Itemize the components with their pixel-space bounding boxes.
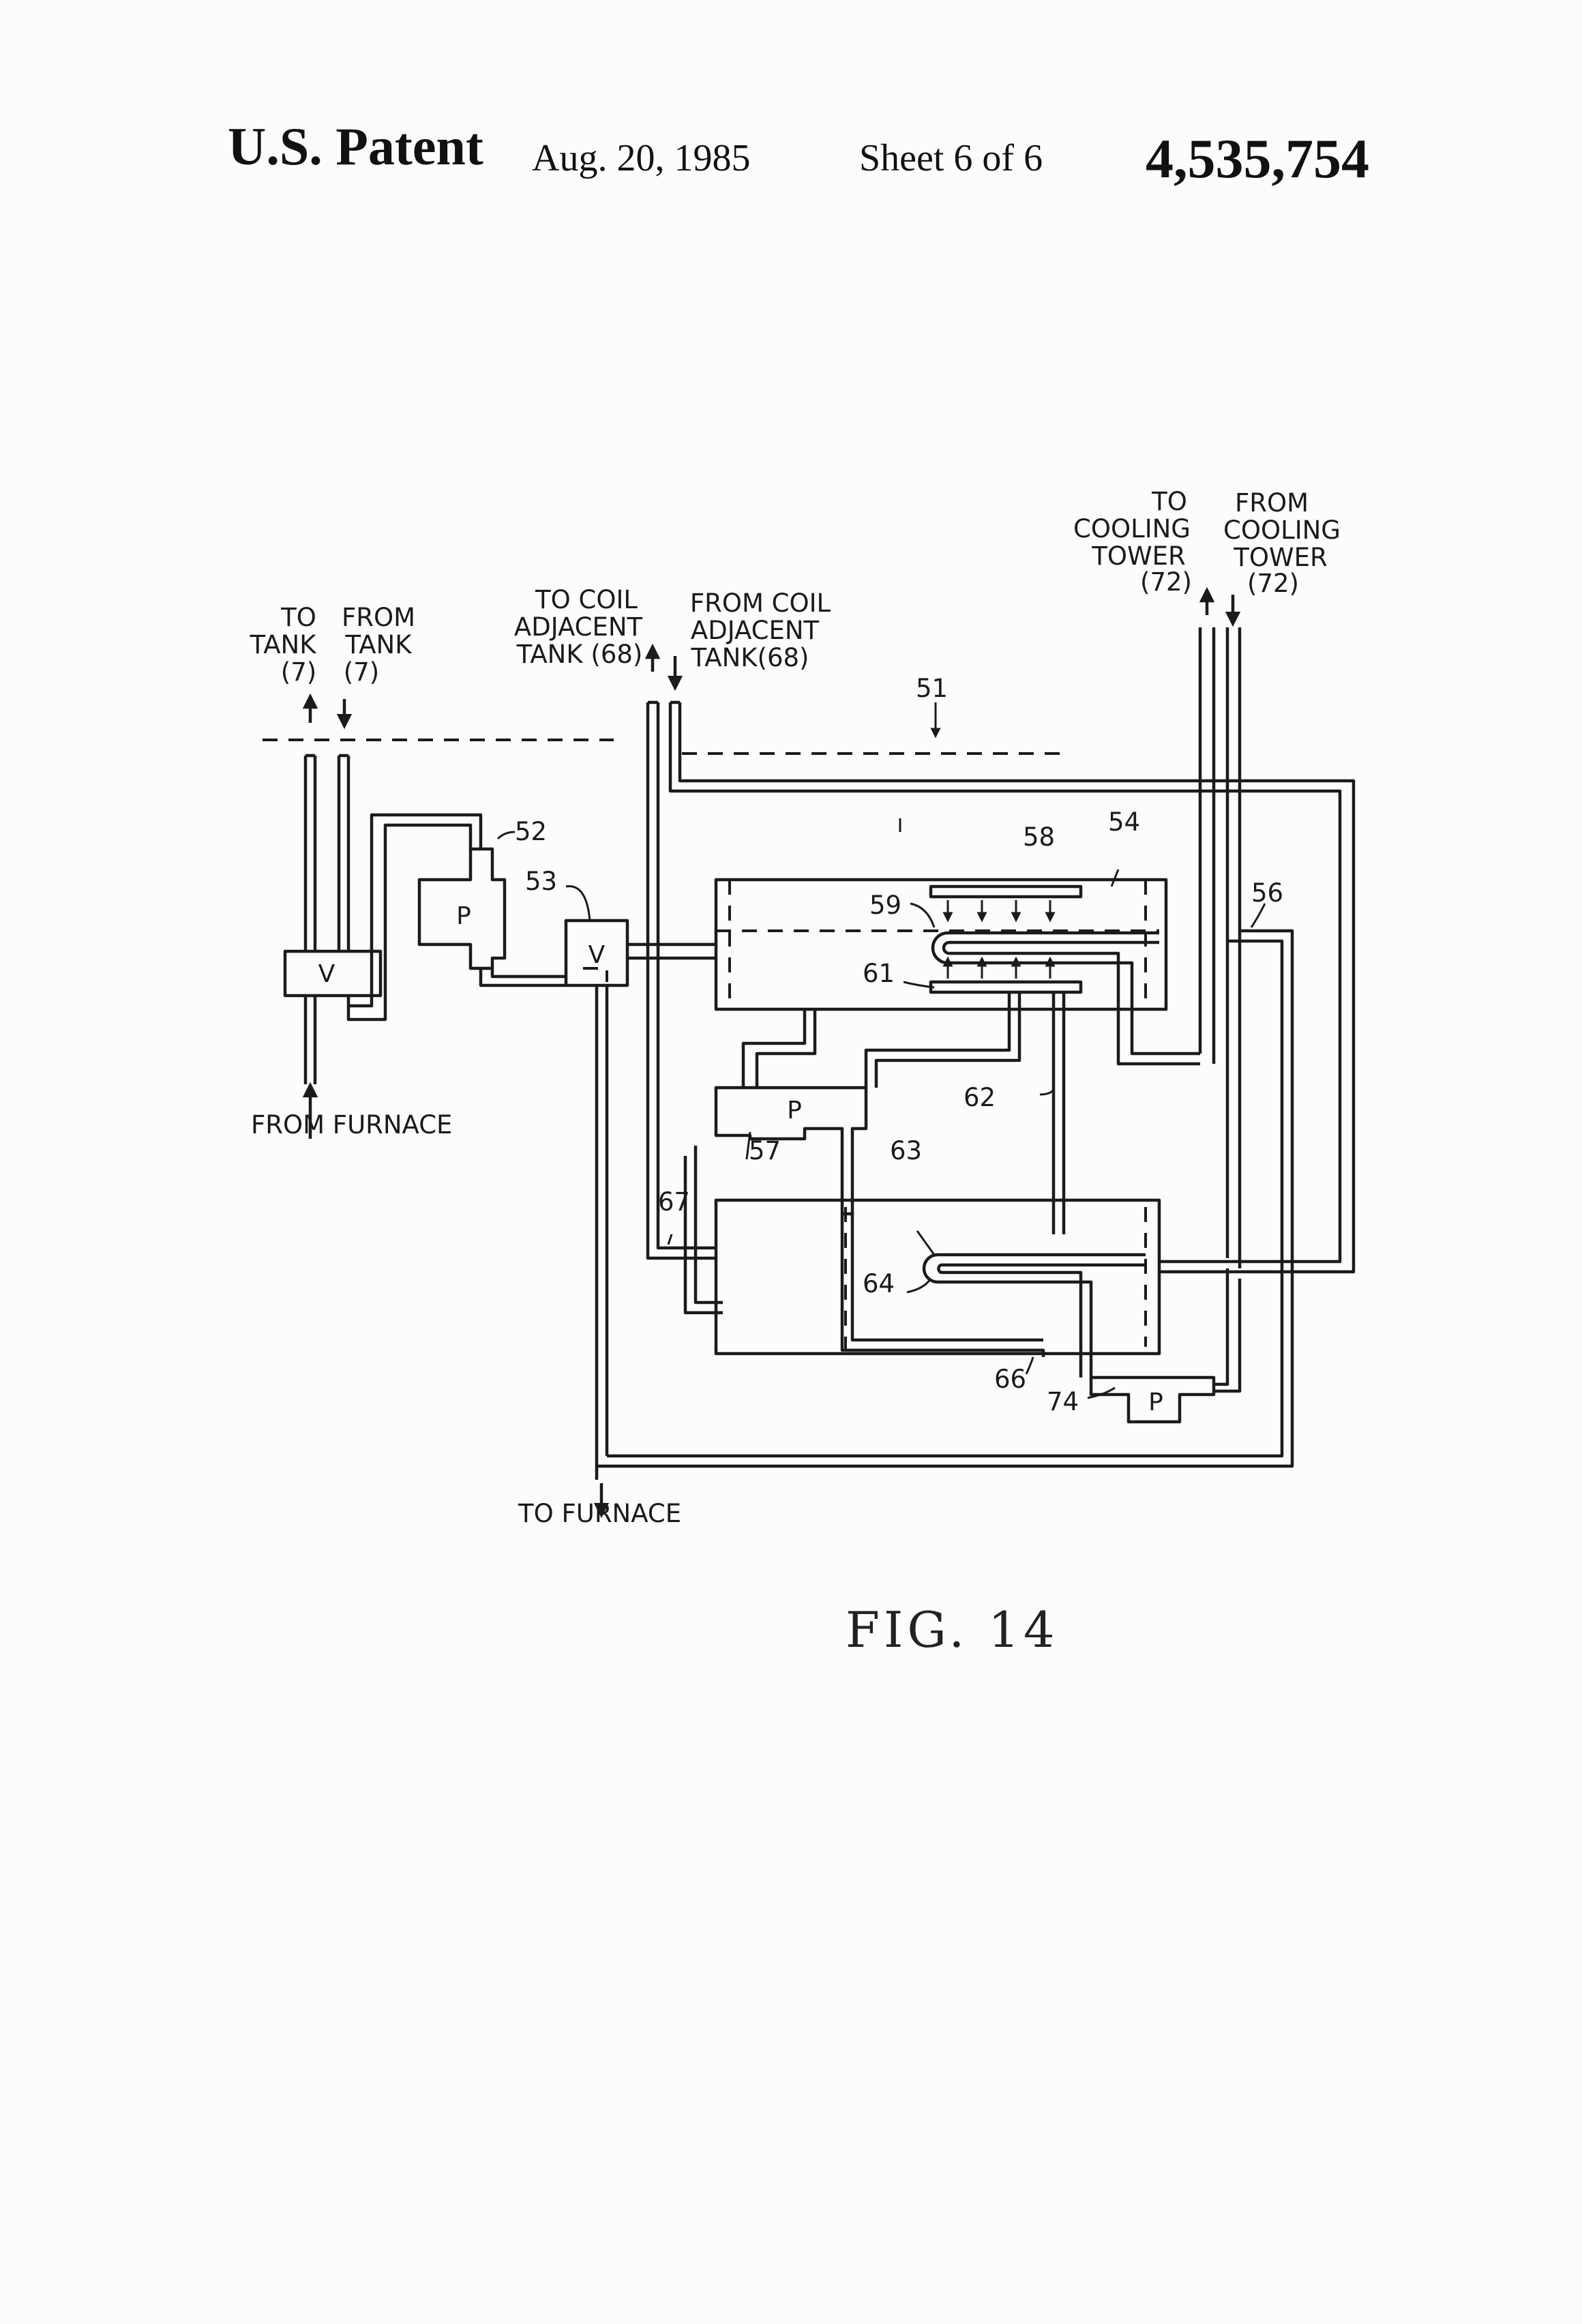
ref-74: 74: [1047, 1387, 1079, 1416]
label-from-coil: FROM COIL ADJACENT TANK(68): [690, 589, 831, 672]
diagram-label: ADJACENT: [514, 612, 643, 642]
ref-51: 51: [916, 674, 948, 703]
label-to-furnace: TO FURNACE: [518, 1499, 681, 1528]
diagram-label: TO: [280, 603, 316, 632]
ref-62: 62: [964, 1083, 996, 1112]
ref-57: 57: [749, 1136, 781, 1165]
pump-letter-74: P: [1148, 1388, 1163, 1416]
ref-54: 54: [1108, 807, 1140, 837]
label-from-furnace: FROM FURNACE: [251, 1110, 452, 1139]
label-to-cooling-tower: TO COOLING TOWER (72): [1073, 487, 1192, 597]
pump-letter-57: P: [787, 1097, 802, 1124]
upper-tank-54: [716, 880, 1166, 1009]
ref-61: 61: [863, 959, 895, 988]
diagram-label: TOWER: [1091, 541, 1185, 571]
pump-letter-52: P: [456, 902, 471, 930]
label-to-tank: TO TANK (7): [250, 603, 318, 687]
tank-piping: [285, 756, 481, 1084]
figure-caption: FIG. 14: [846, 1601, 1059, 1658]
label-from-tank: FROM TANK (7): [342, 603, 415, 687]
lower-tank-63: [716, 1200, 1159, 1354]
ref-56: 56: [1251, 878, 1283, 908]
diagram-label: (72): [1247, 569, 1299, 598]
ref-59: 59: [869, 891, 901, 920]
ref-66: 66: [994, 1365, 1026, 1394]
diagram-label: FROM COIL: [690, 589, 831, 618]
ref-67: 67: [658, 1187, 690, 1217]
ref-58: 58: [1023, 822, 1055, 852]
ref-64: 64: [863, 1269, 895, 1298]
tank-boundary-line: [263, 740, 1071, 754]
diagram-label: TO COIL: [535, 585, 638, 614]
diagram-label: TOWER: [1233, 543, 1327, 572]
valve-letter-left: V: [318, 960, 335, 988]
label-from-cooling-tower: FROM COOLING TOWER (72): [1223, 488, 1341, 598]
diagram-label: ADJACENT: [691, 616, 820, 645]
diagram-label: COOLING: [1073, 514, 1191, 543]
coil-59: [933, 933, 1200, 1064]
plate-61: [931, 982, 1081, 992]
diagram-label: TO: [1151, 487, 1187, 516]
diagram-label: (7): [344, 657, 379, 687]
diagram-label: (72): [1140, 567, 1192, 597]
ref-53: 53: [525, 867, 557, 896]
diagram-label: TANK: [250, 630, 318, 659]
diagram-label: TANK (68): [516, 640, 643, 669]
coil-64: [924, 1255, 1146, 1377]
label-to-coil: TO COIL ADJACENT TANK (68): [514, 585, 643, 669]
diagram-label: FROM: [342, 603, 415, 632]
diagram-label: TANK: [345, 630, 413, 659]
diagram-label: FROM: [1235, 488, 1309, 518]
diagram-label: TANK(68): [691, 643, 809, 672]
ref-52: 52: [515, 817, 547, 846]
diagram-label: COOLING: [1223, 516, 1341, 545]
diagram-label: (7): [281, 657, 316, 687]
ref-63: 63: [890, 1136, 922, 1165]
valve-letter-53: V: [588, 941, 606, 969]
plate-58: [931, 887, 1081, 897]
